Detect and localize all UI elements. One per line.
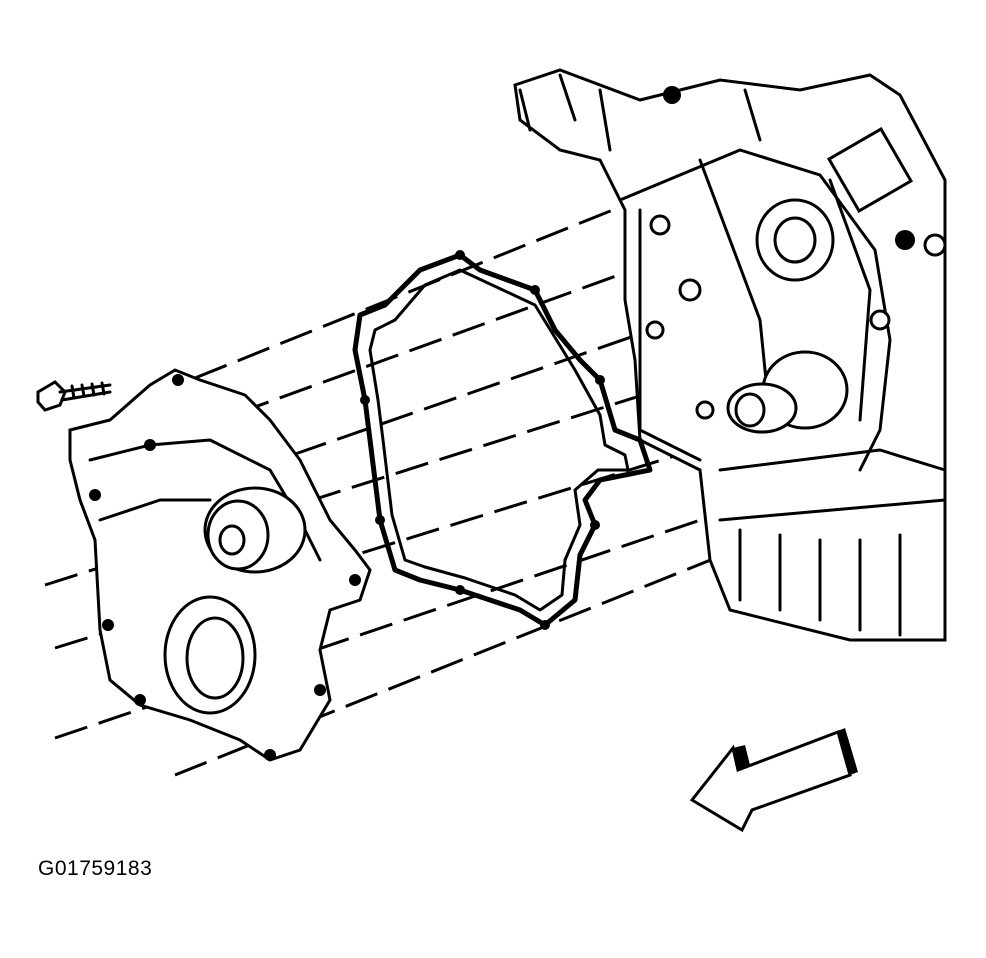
figure-id-label: G01759183 (38, 857, 153, 880)
front-cover-icon (68, 368, 372, 762)
bolt-icon (36, 380, 112, 412)
direction-arrow-icon (689, 728, 858, 833)
gasket-icon (352, 250, 653, 630)
engine-block-icon (513, 68, 947, 642)
